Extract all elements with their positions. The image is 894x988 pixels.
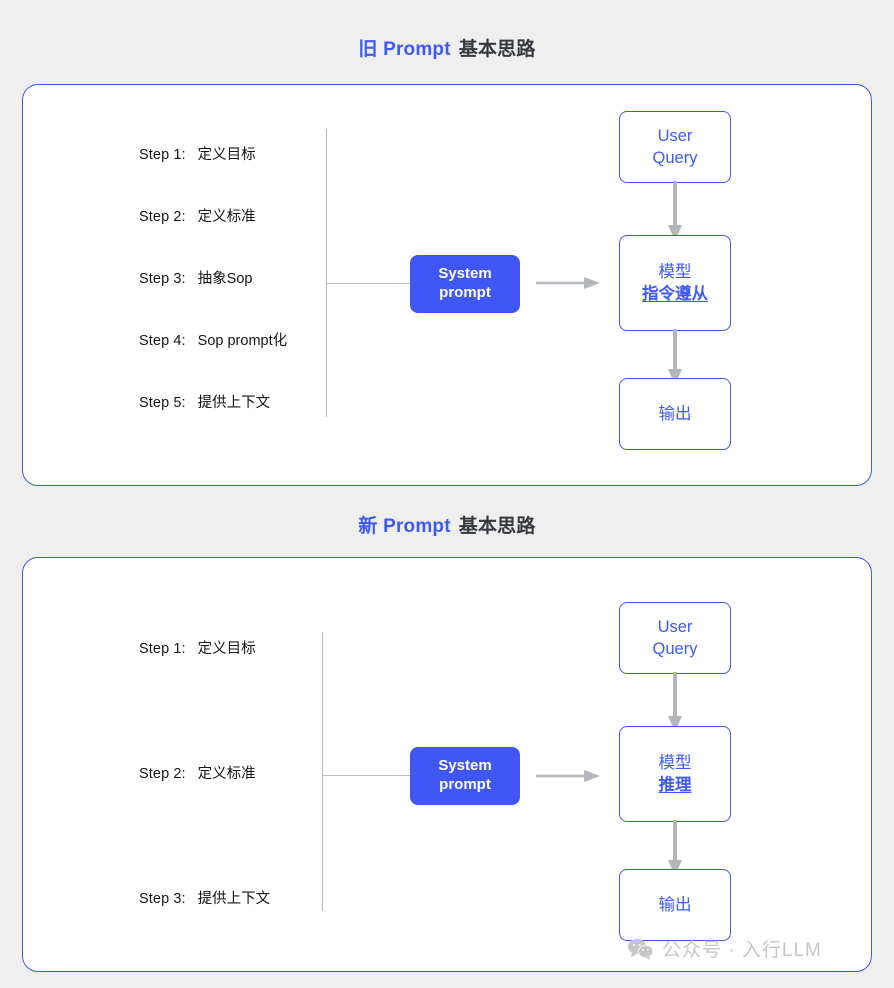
flow-box-line1: 模型 (658, 753, 692, 772)
steps-divider-line (322, 632, 323, 911)
step-row: Step 2: 定义标准 (139, 210, 349, 225)
flow-box-line1: User (657, 126, 693, 145)
section-title-new: 新 Prompt 基本思路 (0, 511, 894, 538)
step-key: Step 1: (139, 641, 186, 657)
flow-box-user-query: User Query (619, 111, 731, 183)
step-key: Step 4: (139, 333, 186, 349)
step-row: Step 2: 定义标准 (139, 767, 349, 782)
step-row: Step 3: 提供上下文 (139, 892, 349, 907)
flow-box-line1: 输出 (658, 404, 692, 423)
arrow-right-icon (536, 770, 600, 782)
arrow-right-icon (536, 277, 600, 289)
step-value: 提供上下文 (197, 891, 271, 907)
system-prompt-connector-line (326, 283, 410, 284)
step-row: Step 5: 提供上下文 (139, 396, 349, 411)
watermark: 公众号 · 入行LLM (627, 935, 822, 962)
section-title-old: 旧 Prompt 基本思路 (0, 34, 894, 61)
step-value: 定义目标 (197, 147, 256, 163)
arrow-down-icon (668, 181, 682, 241)
flow-box-line2: Query (652, 640, 698, 658)
section-title-new-plain: 基本思路 (458, 516, 536, 537)
step-row: Step 3: 抽象Sop (139, 272, 349, 287)
step-key: Step 1: (139, 147, 186, 163)
step-value: 提供上下文 (197, 395, 271, 411)
steps-divider-line (326, 129, 327, 417)
step-value: Sop prompt化 (197, 333, 288, 349)
flow-box-output: 输出 (619, 378, 731, 450)
system-prompt-box: System prompt (410, 747, 520, 805)
flow-box-model-instruction: 模型 指令遵从 (619, 235, 731, 331)
panel-new-prompt: Step 1: 定义目标 Step 2: 定义标准 Step 3: 提供上下文 Sys… (22, 557, 872, 972)
section-title-new-accent: 新 Prompt (358, 516, 451, 537)
system-prompt-connector-line (322, 775, 412, 776)
flow-box-line2: 指令遵从 (642, 285, 708, 303)
flow-box-line1: 模型 (658, 262, 692, 281)
flow-box-line1: 输出 (658, 895, 692, 914)
arrow-down-icon (668, 820, 682, 876)
step-key: Step 3: (139, 891, 186, 907)
section-title-old-plain: 基本思路 (458, 39, 536, 60)
step-value: 抽象Sop (197, 271, 253, 287)
watermark-text: 公众号 · 入行LLM (662, 940, 822, 961)
step-key: Step 3: (139, 271, 186, 287)
section-title-old-accent: 旧 Prompt (358, 39, 451, 60)
step-row: Step 1: 定义目标 (139, 642, 349, 657)
flow-box-line2: Query (652, 149, 698, 167)
system-prompt-line2: prompt (439, 284, 491, 301)
system-prompt-line2: prompt (439, 776, 491, 793)
flow-box-model-reasoning: 模型 推理 (619, 726, 731, 822)
step-key: Step 2: (139, 209, 186, 225)
step-value: 定义标准 (197, 209, 256, 225)
flow-box-line2: 推理 (658, 776, 692, 794)
flow-box-user-query: User Query (619, 602, 731, 674)
flow-box-output: 输出 (619, 869, 731, 941)
step-row: Step 1: 定义目标 (139, 148, 349, 163)
arrow-down-icon (668, 672, 682, 732)
step-key: Step 2: (139, 766, 186, 782)
system-prompt-line1: System (438, 757, 492, 775)
flow-box-line1: User (657, 617, 693, 636)
wechat-icon (628, 938, 653, 960)
step-value: 定义标准 (197, 766, 256, 782)
system-prompt-box: System prompt (410, 255, 520, 313)
panel-old-prompt: Step 1: 定义目标 Step 2: 定义标准 Step 3: 抽象Sop Ste… (22, 84, 872, 486)
step-key: Step 5: (139, 395, 186, 411)
system-prompt-line1: System (438, 265, 492, 283)
arrow-down-icon (668, 329, 682, 385)
step-value: 定义目标 (197, 641, 256, 657)
step-row: Step 4: Sop prompt化 (139, 334, 349, 349)
